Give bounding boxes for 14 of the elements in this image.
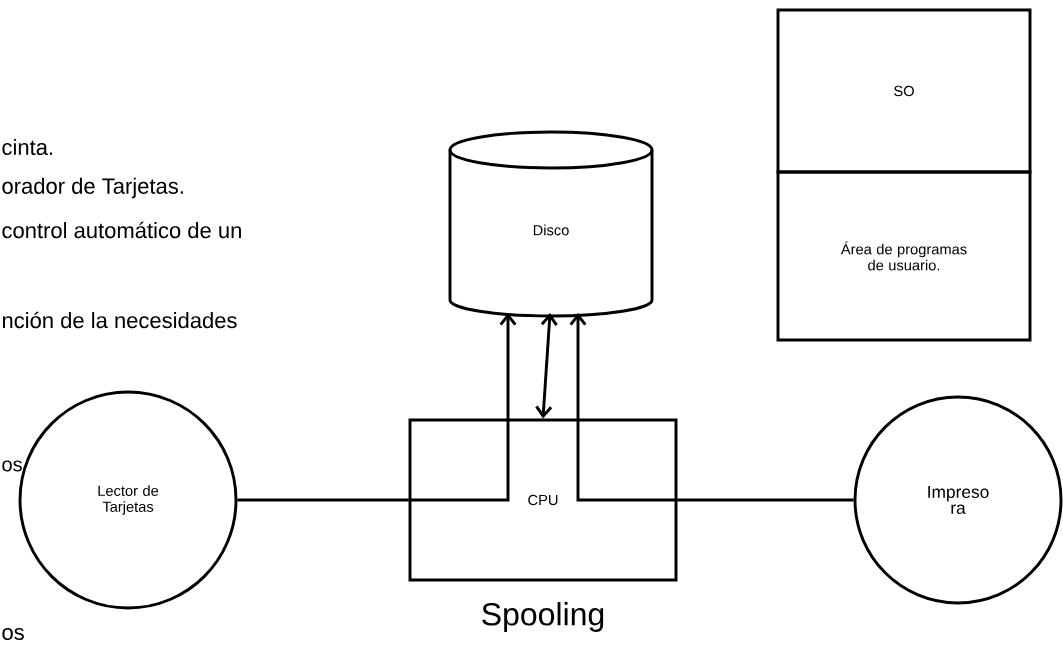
process-box: SO	[776, 8, 1032, 174]
body-text: os	[2, 627, 24, 640]
body-text: nción de la necesidades	[2, 311, 237, 329]
process-box: Área de programas de usuario.	[776, 170, 1032, 342]
arrow	[408, 313, 517, 502]
body-text: control automático de un	[2, 221, 241, 239]
disk-cylinder: Disco	[448, 130, 654, 318]
arrow	[535, 313, 558, 419]
node-label: Disco	[533, 224, 569, 236]
arrow	[569, 313, 678, 502]
node-label: Spooling	[482, 602, 604, 632]
body-text: orador de Tarjetas.	[2, 177, 183, 199]
body-text: cinta.	[2, 138, 53, 156]
process-box: CPU	[408, 418, 678, 582]
